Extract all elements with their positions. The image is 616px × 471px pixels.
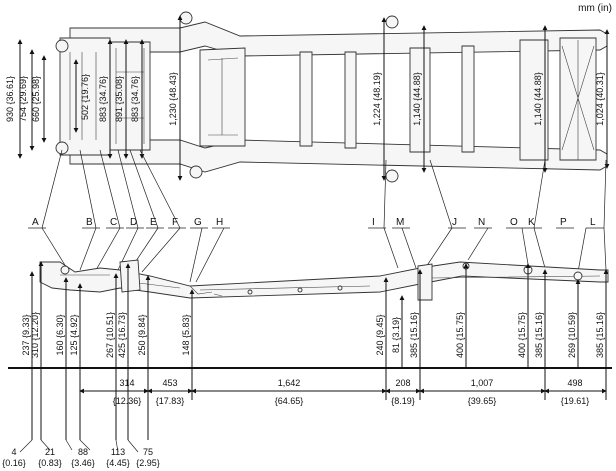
height-125: 125 {4.92} [69,314,79,355]
height-400-a: 400 {15.75} [455,312,465,358]
point-label-e: E [150,217,157,228]
point-label-d: D [130,217,137,228]
spacing-314: 314 [119,378,134,388]
dim-754: 754 {29.69} [18,76,28,122]
dim-660: 660 {25.98} [31,76,41,122]
spacing-453-inch: {17.83} [156,396,185,406]
point-label-h: H [216,217,223,228]
point-label-o: O [510,217,518,228]
spacing-88-inch: {3.46} [71,458,95,468]
point-label-b: B [86,217,93,228]
point-label-a: A [32,217,39,228]
top-view-left-dimensions: 930 {36.61} 754 {29.69} 660 {25.98} 502 … [5,15,183,181]
point-label-c: C [110,217,117,228]
dim-891: 891 {35.08} [114,76,124,122]
spacing-75: 75 [143,447,153,457]
dim-883-a: 883 {34.76} [98,76,108,122]
height-81: 81 {3.19} [391,317,401,353]
height-425: 425 {16.73} [117,312,127,358]
spacing-208-inch: {8.19} [391,396,415,406]
height-240: 240 {9.45} [375,314,385,355]
baseline-spacing: 314 {12.36} 453 {17.83} 1,642 {64.65} 20… [2,367,612,468]
height-237: 237 {9.33} [21,314,31,355]
dim-1024: 1,024 {40.31} [595,72,605,126]
spacing-208: 208 [395,378,410,388]
spacing-1642-inch: {64.65} [275,396,304,406]
height-148: 148 {5.83} [181,314,191,355]
spacing-1007-inch: {39.65} [468,396,497,406]
spacing-113: 113 [111,447,125,457]
top-view-right-dimensions: 1,224 {48.19} 1,140 {44.88} 1,140 {44.88… [372,17,610,181]
height-250: 250 {9.84} [137,314,147,355]
height-269: 269 {10.59} [567,312,577,358]
point-label-g: G [194,217,202,228]
spacing-75-inch: {2.95} [136,458,160,468]
point-label-j: J [452,217,457,228]
spacing-21: 21 [45,447,55,457]
dim-1140-b: 1,140 {44.88} [533,72,543,126]
height-310: 310 {12.20} [30,312,40,358]
units-label: mm (in) [578,3,612,14]
spacing-4: 4 [11,447,16,457]
point-label-n: N [478,217,485,228]
spacing-498-inch: {19.61} [561,396,590,406]
height-385-a: 385 {15.16} [409,312,419,358]
point-label-m: M [396,217,404,228]
dim-1140-a: 1,140 {44.88} [412,72,422,126]
spacing-88: 88 [78,447,88,457]
side-view-height-dimensions: 237 {9.33} 310 {12.20} 160 {6.30} 125 {4… [21,261,609,368]
point-label-k: K [528,217,535,228]
spacing-4-inch: {0.16} [2,458,26,468]
height-160: 160 {6.30} [55,314,65,355]
dim-930: 930 {36.61} [5,76,15,122]
height-385-c: 385 {15.16} [595,312,605,358]
dim-1224: 1,224 {48.19} [372,72,382,126]
point-label-l: L [590,217,596,228]
spacing-498: 498 [567,378,582,388]
point-label-i: I [372,217,375,228]
dim-883-b: 883 {34.76} [130,76,140,122]
height-385-b: 385 {15.16} [534,312,544,358]
spacing-1642: 1,642 [278,378,301,388]
dim-1230: 1,230 {48.43} [168,72,178,126]
point-label-f: F [172,217,178,228]
spacing-21-inch: {0.83} [38,458,62,468]
spacing-314-inch: {12.36} [113,396,142,406]
spacing-453: 453 [162,378,177,388]
spacing-1007: 1,007 [471,378,494,388]
point-label-p: P [560,217,567,228]
spacing-113-inch: {4.45} [106,458,130,468]
height-400-b: 400 {15.75} [517,312,527,358]
frame-side-view [39,259,609,301]
point-labels: A B C D E F G H I M J N O K P L [28,149,607,283]
dim-502: 502 {19.76} [80,74,90,120]
height-267: 267 {10.51} [105,312,115,358]
